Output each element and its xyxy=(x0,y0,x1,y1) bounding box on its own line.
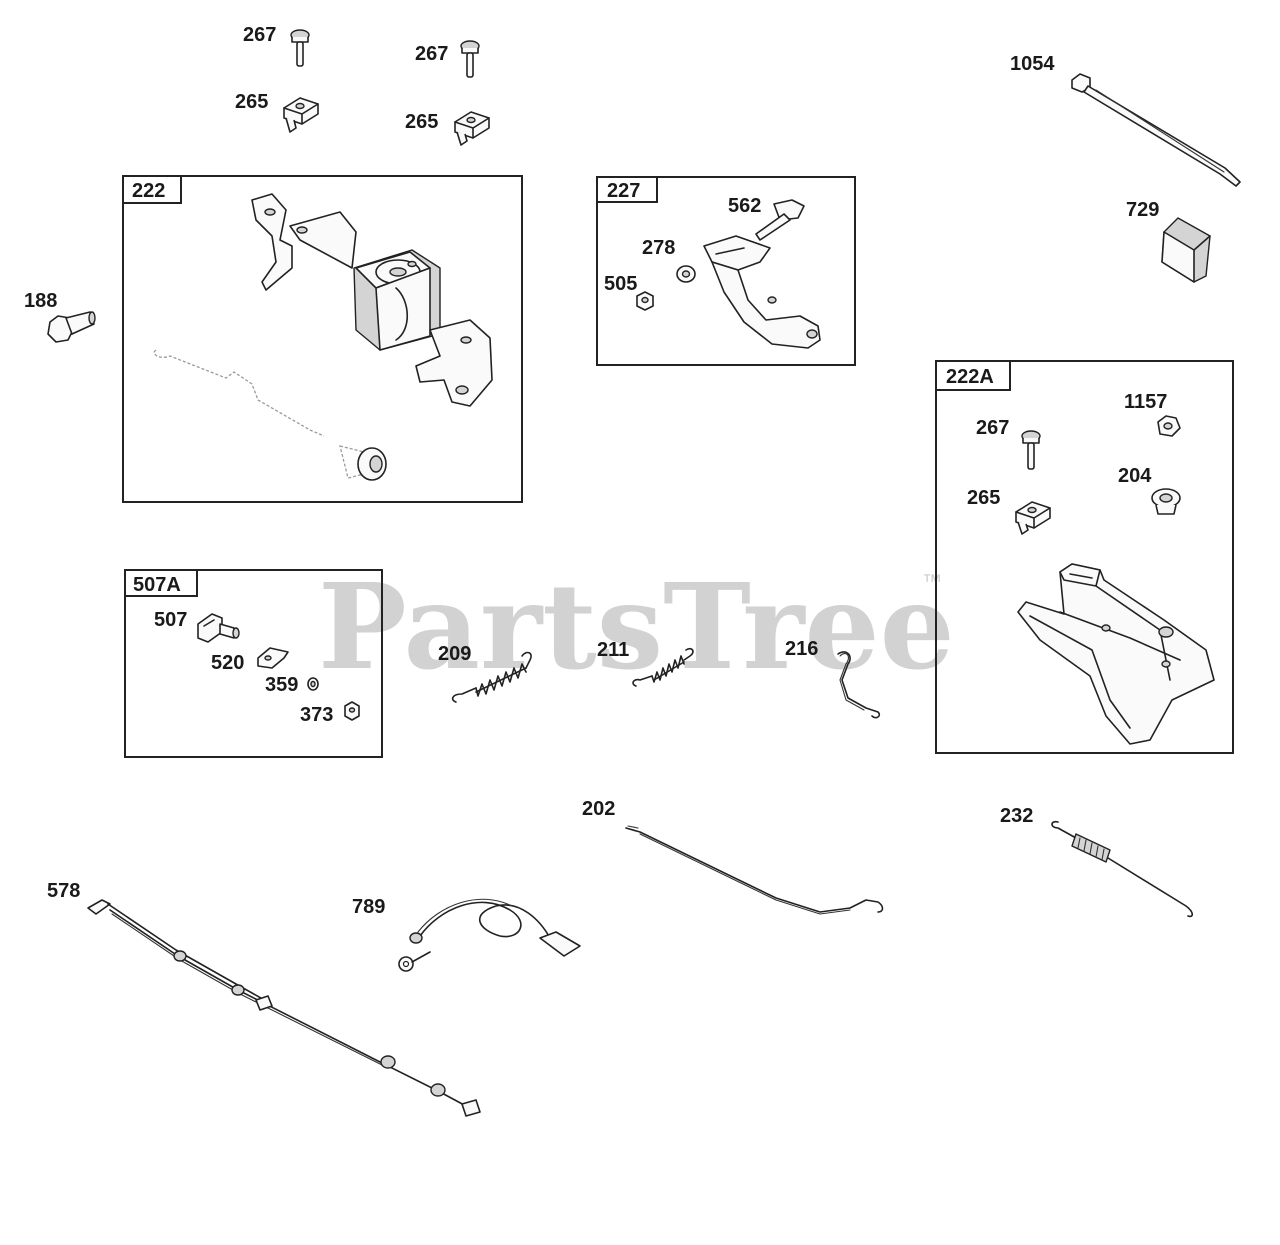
cable-tie-part[interactable] xyxy=(1071,73,1241,187)
extension-spring-part[interactable] xyxy=(632,647,694,687)
governor-link-rod-ghost xyxy=(153,349,325,437)
group-box-507A: 507A xyxy=(124,569,383,758)
callout-211[interactable]: 211 xyxy=(597,639,629,661)
clamp-part[interactable] xyxy=(283,97,319,133)
callout-789[interactable]: 789 xyxy=(352,896,385,918)
governor-rod-part[interactable] xyxy=(625,825,884,915)
watermark-tm: ™ xyxy=(922,571,942,593)
hex-nut-part[interactable] xyxy=(636,291,654,311)
callout-520[interactable]: 520 xyxy=(211,652,244,674)
callout-578[interactable]: 578 xyxy=(47,880,80,902)
knob-ghost xyxy=(339,445,387,481)
lock-washer-part[interactable] xyxy=(307,677,319,691)
washer-part[interactable] xyxy=(676,265,696,283)
callout-278[interactable]: 278 xyxy=(642,237,675,259)
extension-spring-part[interactable] xyxy=(1051,820,1194,918)
wire-harness-part[interactable] xyxy=(87,899,481,1117)
clamp-part[interactable] xyxy=(1015,501,1051,535)
callout-265-top-left[interactable]: 265 xyxy=(235,91,268,113)
callout-373[interactable]: 373 xyxy=(300,704,333,726)
hex-bolt-part[interactable] xyxy=(47,311,96,343)
callout-562[interactable]: 562 xyxy=(728,195,761,217)
callout-729[interactable]: 729 xyxy=(1126,199,1159,221)
callout-505[interactable]: 505 xyxy=(604,273,637,295)
group-label-222A: 222A xyxy=(946,366,994,388)
watermark-text: PartsTree xyxy=(318,557,955,696)
switch-part[interactable] xyxy=(197,613,240,643)
bracket-part[interactable] xyxy=(257,647,289,669)
callout-267-top-left[interactable]: 267 xyxy=(243,24,276,46)
throttle-control-plate-part[interactable] xyxy=(1017,563,1215,745)
callout-507[interactable]: 507 xyxy=(154,609,187,631)
group-label-227: 227 xyxy=(607,180,640,202)
callout-359[interactable]: 359 xyxy=(265,674,298,696)
callout-216[interactable]: 216 xyxy=(785,638,818,660)
callout-204[interactable]: 204 xyxy=(1118,465,1152,487)
callout-202[interactable]: 202 xyxy=(582,798,615,820)
control-lever-part[interactable] xyxy=(703,235,821,349)
callout-1054[interactable]: 1054 xyxy=(1010,53,1055,75)
extension-spring-part[interactable] xyxy=(451,651,532,703)
callout-265-box[interactable]: 265 xyxy=(967,487,1000,509)
bushing-part[interactable] xyxy=(1151,488,1181,515)
hex-nut-part[interactable] xyxy=(344,701,360,721)
group-box-222: 222 xyxy=(122,175,523,503)
group-box-227: 227 xyxy=(596,176,856,366)
callout-1157[interactable]: 1157 xyxy=(1124,391,1167,413)
ground-wire-part[interactable] xyxy=(398,898,581,972)
callout-232[interactable]: 232 xyxy=(1000,805,1033,827)
callout-267-top-center[interactable]: 267 xyxy=(415,43,448,65)
group-label-222: 222 xyxy=(132,180,165,202)
group-label-507A: 507A xyxy=(133,574,181,596)
callout-188[interactable]: 188 xyxy=(24,290,57,312)
wire-link-part[interactable] xyxy=(837,651,881,719)
clamp-part[interactable] xyxy=(454,111,490,146)
control-bracket-assembly[interactable] xyxy=(251,193,493,407)
bolt-part[interactable] xyxy=(290,29,310,67)
shoulder-bolt-part[interactable] xyxy=(755,199,805,241)
flange-nut-part[interactable] xyxy=(1157,415,1181,437)
bolt-part[interactable] xyxy=(1021,430,1041,470)
cover-part[interactable] xyxy=(1161,217,1211,283)
group-box-222A: 222A xyxy=(935,360,1234,754)
callout-267-box[interactable]: 267 xyxy=(976,417,1009,439)
callout-209[interactable]: 209 xyxy=(438,643,471,665)
callout-265-top-center[interactable]: 265 xyxy=(405,111,438,133)
bolt-part[interactable] xyxy=(460,40,480,78)
